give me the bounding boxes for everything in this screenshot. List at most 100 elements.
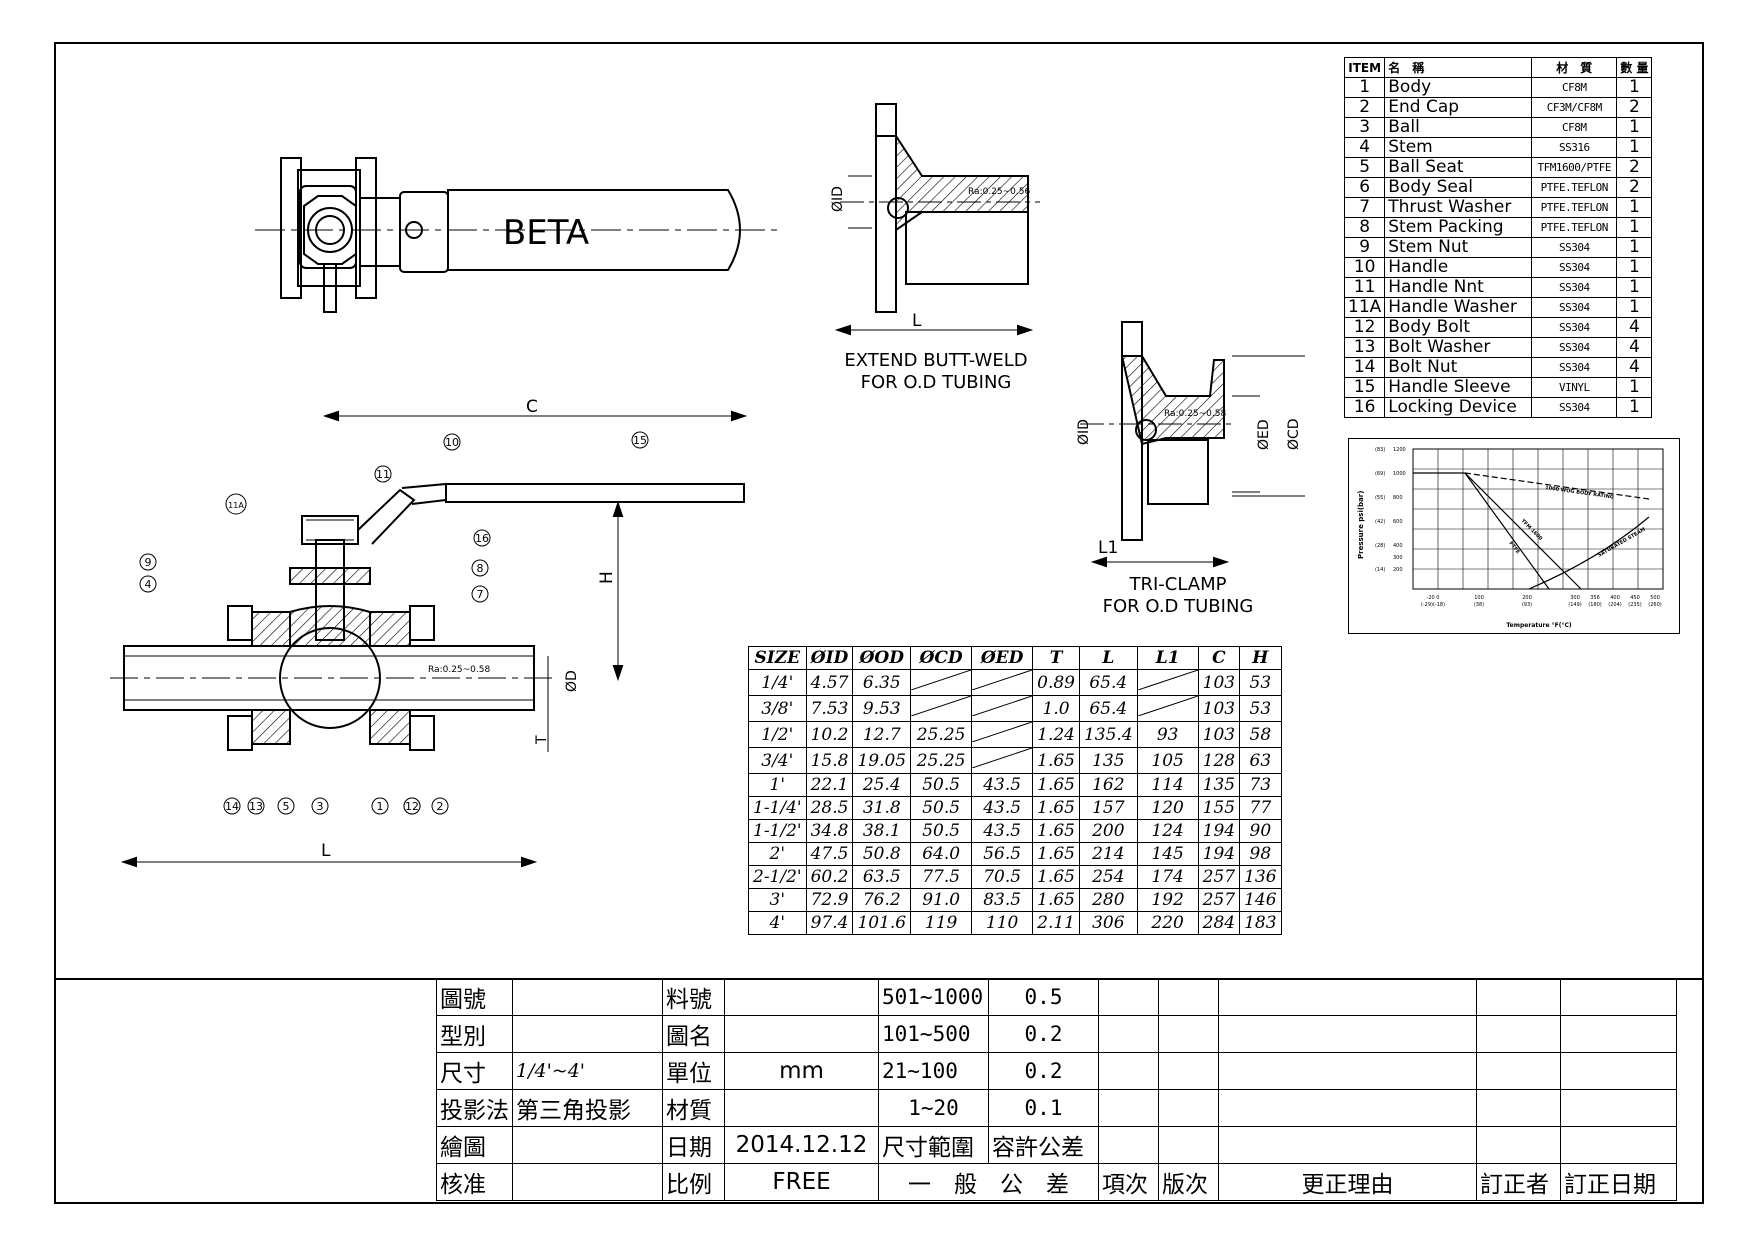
size-cell [910, 669, 973, 696]
svg-text:7: 7 [477, 588, 484, 601]
part-item: 9 [1343, 237, 1386, 258]
valve-top-view [255, 157, 782, 313]
part-no-label: 料號 [662, 978, 725, 1016]
scale-label: 比例 [662, 1163, 725, 1201]
name-label: 圖名 [662, 1015, 725, 1053]
part-name: Body [1384, 77, 1533, 98]
size-cell: 4.57 [805, 669, 854, 696]
size-cell [1136, 669, 1199, 696]
pt-y-tick-psi: 200 [1393, 567, 1403, 573]
part-name: Body Seal [1384, 177, 1533, 198]
svg-text:9: 9 [145, 556, 152, 569]
blank-cell-slash [910, 695, 972, 717]
dim-ed: ØED [1256, 419, 1272, 450]
part-item: 2 [1343, 97, 1386, 118]
blank-cell-slash [971, 669, 1033, 691]
material-value [724, 1089, 879, 1127]
size-cell: 65.4 [1078, 695, 1138, 722]
size-cell: 1.65 [1032, 819, 1080, 843]
pt-y-tick-psi: 300 [1393, 555, 1403, 561]
dim-l-buttweld: L [912, 311, 922, 331]
pt-x-tick-c: (235) [1628, 602, 1641, 608]
tri-clamp-label-2: FOR O.D TUBING [1103, 596, 1254, 617]
part-material: PTFE.TEFLON [1531, 177, 1618, 198]
tol-header: 容許公差 [988, 1126, 1099, 1164]
pt-y-tick-bar: (69) [1375, 471, 1385, 477]
size-cell: 194 [1197, 819, 1241, 843]
size-cell: 77 [1239, 796, 1282, 820]
size-cell [1136, 695, 1199, 722]
size-cell: 120 [1136, 796, 1199, 820]
size-cell: 28.5 [805, 796, 854, 820]
projection-value: 第三角投影 [512, 1089, 663, 1127]
pt-x-tick-f: 400 [1610, 595, 1620, 601]
size-cell: 1.65 [1032, 747, 1080, 774]
part-material: SS316 [1531, 137, 1618, 158]
part-item: 12 [1343, 317, 1386, 338]
size-cell: 6.35 [852, 669, 912, 696]
part-material: SS304 [1531, 357, 1618, 378]
svg-text:15: 15 [633, 434, 647, 447]
size-cell: 25.25 [910, 747, 973, 774]
part-name: Ball Seat [1384, 157, 1533, 178]
part-material: PTFE.TEFLON [1531, 197, 1618, 218]
size-cell: 19.05 [852, 747, 912, 774]
size-col-header: C [1197, 646, 1241, 670]
part-qty: 1 [1616, 377, 1653, 398]
part-material: SS304 [1531, 397, 1618, 418]
drawing-frame [54, 42, 1704, 1204]
dim-id-triclamp: ØID [1076, 419, 1092, 445]
size-cell: 72.9 [805, 888, 854, 912]
range-3: 21~100 [878, 1052, 989, 1090]
butt-weld-section [834, 103, 1040, 336]
size-cell: 31.8 [852, 796, 912, 820]
size-cell: 135 [1078, 747, 1138, 774]
part-item: 16 [1343, 397, 1386, 418]
size-cell: 157 [1078, 796, 1138, 820]
size-col-header: T [1032, 646, 1080, 670]
size-cell: 284 [1197, 911, 1241, 935]
pt-x-tick-c: (-29)(-18) [1421, 602, 1445, 608]
rev-by-header: 訂正者 [1476, 1163, 1561, 1201]
size-cell: 43.5 [971, 773, 1034, 797]
size-cell: 4' [748, 911, 807, 935]
size-cell: 214 [1078, 842, 1138, 866]
brand-text: BETA [503, 213, 589, 253]
tri-clamp-label-1: TRI-CLAMP [1128, 574, 1226, 595]
part-item: 1 [1343, 77, 1386, 98]
pt-x-label: Temperature °F(°C) [1506, 622, 1571, 629]
ra-triclamp: Ra:0.25~0.58 [1164, 409, 1226, 419]
pt-y-tick-psi: 600 [1393, 519, 1403, 525]
size-cell: 2.11 [1032, 911, 1080, 935]
size-cell: 146 [1239, 888, 1282, 912]
size-cell: 280 [1078, 888, 1138, 912]
part-name: Stem Packing [1384, 217, 1533, 238]
blank-cell-slash [1137, 695, 1198, 717]
pt-chart-svg: 1000 WOG BODY RATING TFM 1600 PTFE SATUR… [1357, 447, 1664, 629]
size-cell: 97.4 [805, 911, 854, 935]
size-cell: 25.4 [852, 773, 912, 797]
dim-c: C [526, 397, 538, 417]
size-cell [971, 721, 1034, 748]
svg-text:11: 11 [376, 468, 390, 481]
pt-y-tick-psi: 1000 [1393, 471, 1406, 477]
tol-2: 0.2 [988, 1015, 1099, 1053]
part-item: 7 [1343, 197, 1386, 218]
pt-x-tick-c: (149) [1568, 602, 1581, 608]
svg-text:13: 13 [249, 800, 263, 813]
size-cell: 114 [1136, 773, 1199, 797]
size-cell: 22.1 [805, 773, 854, 797]
part-material: CF3M/CF8M [1531, 97, 1618, 118]
size-cell: 103 [1197, 695, 1241, 722]
part-item: 14 [1343, 357, 1386, 378]
pt-y-tick-psi: 800 [1393, 495, 1403, 501]
